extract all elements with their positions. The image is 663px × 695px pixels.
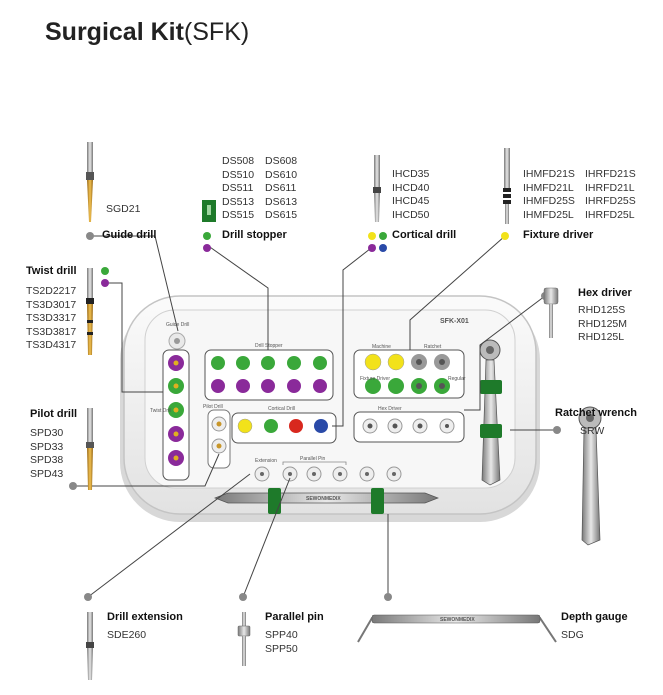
ratchet-wrench-codes: SRW bbox=[580, 425, 605, 437]
pilot-drill-slots bbox=[207, 409, 231, 469]
guide-drill-slot bbox=[168, 332, 186, 350]
page-title: Surgical Kit(SFK) bbox=[45, 18, 250, 46]
guide-drill-codes: SGD21 bbox=[106, 203, 141, 215]
color-indicators bbox=[101, 232, 387, 287]
depth-gauge-codes: SDG bbox=[561, 629, 584, 641]
parallel-pin-slots bbox=[254, 461, 402, 482]
parallel-pin-label: Parallel pin bbox=[265, 611, 324, 623]
twist-drill-column bbox=[162, 349, 190, 481]
depth-gauge-label: Depth gauge bbox=[561, 611, 628, 623]
parallel-pin-illustration bbox=[237, 612, 251, 666]
tray-cortical-drill-label: Cortical Drill bbox=[268, 406, 295, 412]
hex-driver-block bbox=[353, 411, 465, 443]
fixture-driver-block bbox=[353, 349, 465, 399]
drill-stopper-block bbox=[204, 349, 334, 401]
tray-model-label: SFK-X01 bbox=[440, 318, 469, 325]
parallel-pin-codes: SPP40 SPP50 bbox=[265, 629, 298, 655]
twist-drill-label: Twist drill bbox=[26, 265, 77, 277]
tray-ratchet-label: Ratchet bbox=[424, 344, 442, 350]
pilot-drill-codes: SPD30 SPD33 SPD38 SPD43 bbox=[30, 427, 64, 480]
cortical-drill-codes: IHCD35 IHCD40 IHCD45 IHCD50 bbox=[392, 168, 430, 221]
drill-stopper-label: Drill stopper bbox=[222, 229, 287, 241]
hex-driver-illustration bbox=[543, 287, 559, 338]
fixture-driver-codes-a: IHMFD21S IHMFD21L IHMFD25S IHMFD25L bbox=[523, 168, 575, 221]
tray-drill-stopper-label: Drill Stopper bbox=[255, 343, 283, 349]
tray-parallel-pin-label: Parallel Pin bbox=[300, 456, 326, 462]
twist-drill-codes: TS2D2217 TS3D3017 TS3D3317 TS3D3817 TS3D… bbox=[26, 285, 77, 351]
drill-stopper-illustration bbox=[202, 200, 216, 222]
leader-lines bbox=[73, 235, 557, 598]
tray-hex-driver-label: Hex Driver bbox=[378, 406, 402, 412]
tray-guide-drill-label: Guide Drill bbox=[166, 322, 190, 328]
drill-stopper-codes-a: DS508 DS510 DS511 DS513 DS515 bbox=[222, 155, 255, 221]
leader-dots bbox=[69, 232, 561, 601]
tray-pilot-drill-label: Pilot Drill bbox=[203, 404, 223, 410]
pilot-drill-label: Pilot drill bbox=[30, 408, 78, 420]
ratchet-wrench-label: Ratchet wrench bbox=[555, 407, 637, 419]
ratchet-wrench-illustration bbox=[578, 406, 602, 546]
pilot-drill-illustration bbox=[86, 408, 94, 490]
tray-extension-label: Extension bbox=[255, 458, 277, 464]
tray-ratchet-wrench bbox=[479, 339, 502, 486]
drill-extension-illustration bbox=[86, 612, 94, 680]
tray-fixture-driver-label: Fixture Driver bbox=[360, 376, 391, 382]
fixture-driver-codes-b: IHRFD21S IHRFD21L IHRFD25S IHRFD25L bbox=[585, 168, 636, 221]
tray-brand-label: SEWONMEDIX bbox=[306, 496, 341, 502]
depth-gauge-brand-label: SEWONMEDIX bbox=[440, 617, 475, 623]
depth-gauge-illustration bbox=[357, 614, 557, 643]
fixture-driver-label: Fixture driver bbox=[523, 229, 594, 241]
hex-driver-codes: RHD125S RHD125M RHD125L bbox=[578, 304, 628, 343]
cortical-drill-illustration bbox=[373, 155, 381, 222]
fixture-driver-illustration bbox=[503, 148, 511, 224]
tray-depth-gauge bbox=[214, 488, 439, 514]
hex-driver-label: Hex driver bbox=[578, 287, 632, 299]
guide-drill-illustration bbox=[86, 142, 94, 222]
tray-machine-label: Machine bbox=[372, 344, 391, 350]
drill-stopper-codes-b: DS608 DS610 DS611 DS613 DS615 bbox=[265, 155, 298, 221]
tray-twist-drill-label: Twist Drill bbox=[150, 408, 172, 414]
tray-regular-label: Regular bbox=[448, 376, 466, 382]
cortical-drill-block bbox=[231, 412, 337, 444]
twist-drill-illustration bbox=[86, 268, 94, 355]
guide-drill-label: Guide drill bbox=[102, 229, 157, 241]
cortical-drill-label: Cortical drill bbox=[392, 229, 457, 241]
drill-extension-codes: SDE260 bbox=[107, 629, 147, 641]
drill-extension-label: Drill extension bbox=[107, 611, 183, 623]
